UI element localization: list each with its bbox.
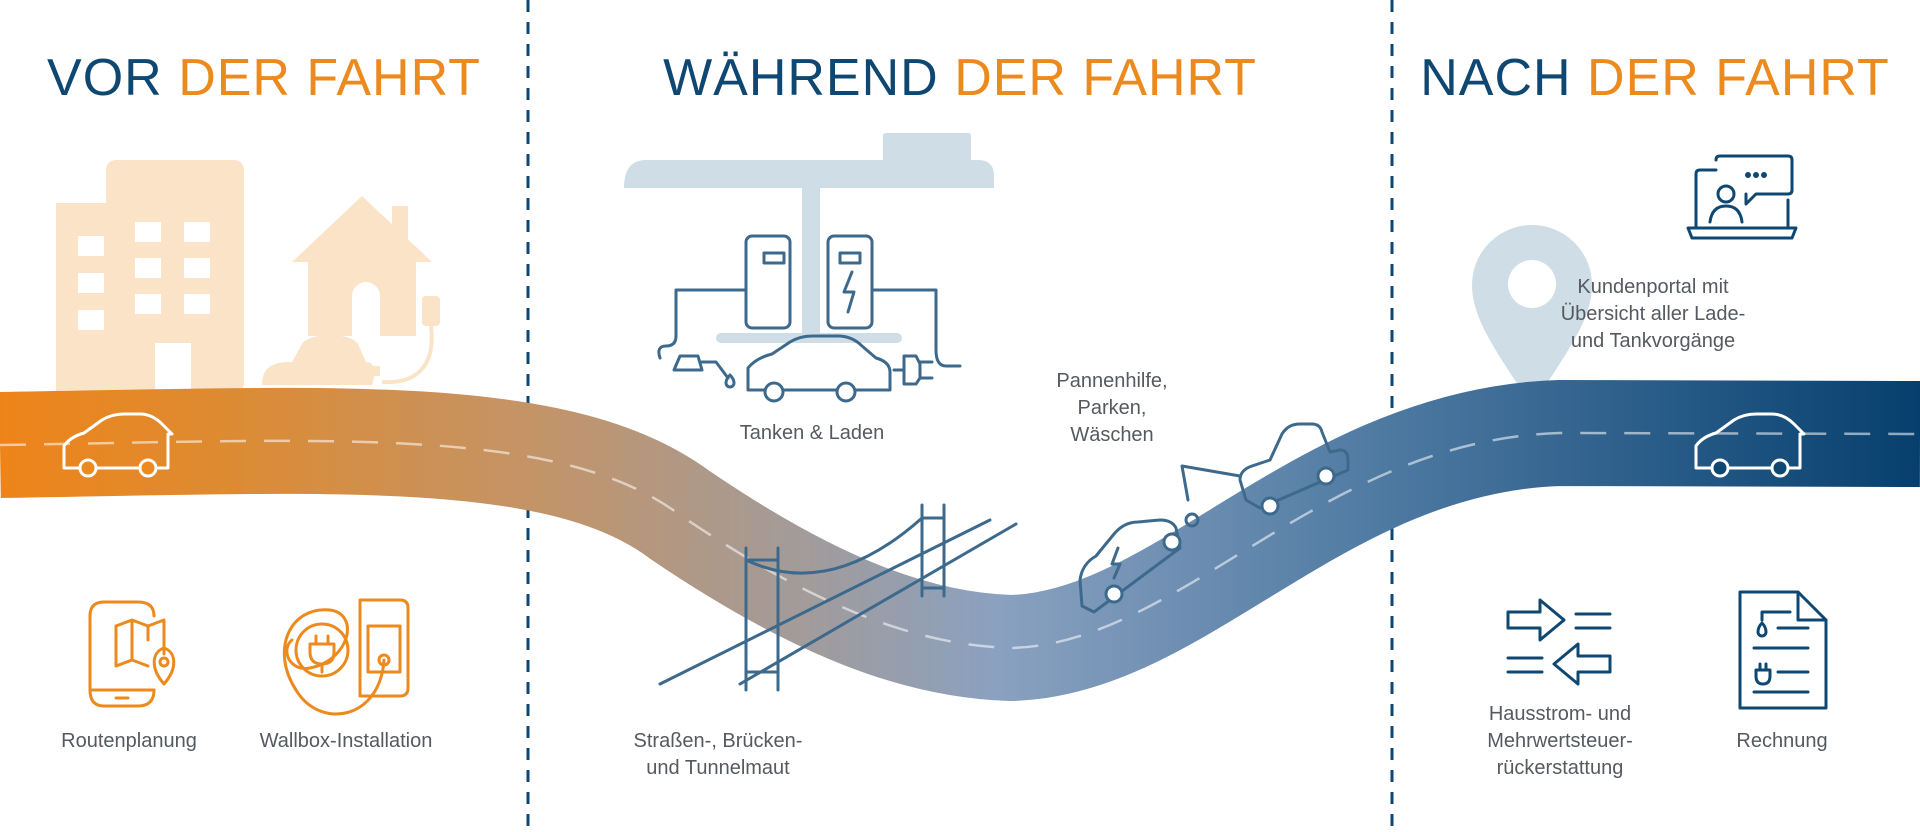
label-customer-portal: Kundenportal mit Übersicht aller Lade- u… <box>1560 276 1746 352</box>
label-refund: Hausstrom- und Mehrwertsteuer- rückersta… <box>1487 703 1633 779</box>
label-breakdown: Pannenhilfe, Parken, Wäschen <box>1056 370 1168 446</box>
section-title-before-word2: DER FAHRT <box>178 49 481 107</box>
section-title-after-word2: DER FAHRT <box>1587 49 1890 107</box>
road-center-line <box>0 431 1920 650</box>
label-wallbox: Wallbox-Installation <box>259 730 433 752</box>
bridge-icon <box>658 503 1018 692</box>
laptop-chat-icon <box>1686 154 1798 240</box>
transfer-arrows-icon <box>1506 598 1612 686</box>
road <box>0 379 1920 702</box>
label-tolls: Straßen-, Brücken- und Tunnelmaut <box>633 730 803 779</box>
label-fuel-charge: Tanken & Laden <box>739 422 885 444</box>
wallbox-icon <box>282 598 410 716</box>
invoice-icon <box>1738 590 1828 710</box>
map-pin-icon <box>1472 225 1592 406</box>
section-title-before: VOR DER FAHRT <box>47 48 481 108</box>
label-route-planning: Routenplanung <box>61 730 197 752</box>
section-title-during-word1: WÄHREND <box>663 49 939 107</box>
section-title-during-word2: DER FAHRT <box>954 49 1257 107</box>
section-title-after-word1: NACH <box>1420 49 1572 107</box>
building-icon <box>56 160 244 393</box>
phone-map-icon <box>88 600 176 708</box>
gas-station-icon <box>624 133 994 403</box>
section-title-before-word1: VOR <box>47 49 163 107</box>
house-icon <box>262 196 440 385</box>
car-icon <box>62 412 174 478</box>
tow-truck-icon <box>1078 422 1350 614</box>
car-icon <box>1694 412 1806 478</box>
section-title-after: NACH DER FAHRT <box>1420 48 1890 108</box>
label-invoice: Rechnung <box>1736 730 1828 752</box>
section-title-during: WÄHREND DER FAHRT <box>663 48 1257 108</box>
